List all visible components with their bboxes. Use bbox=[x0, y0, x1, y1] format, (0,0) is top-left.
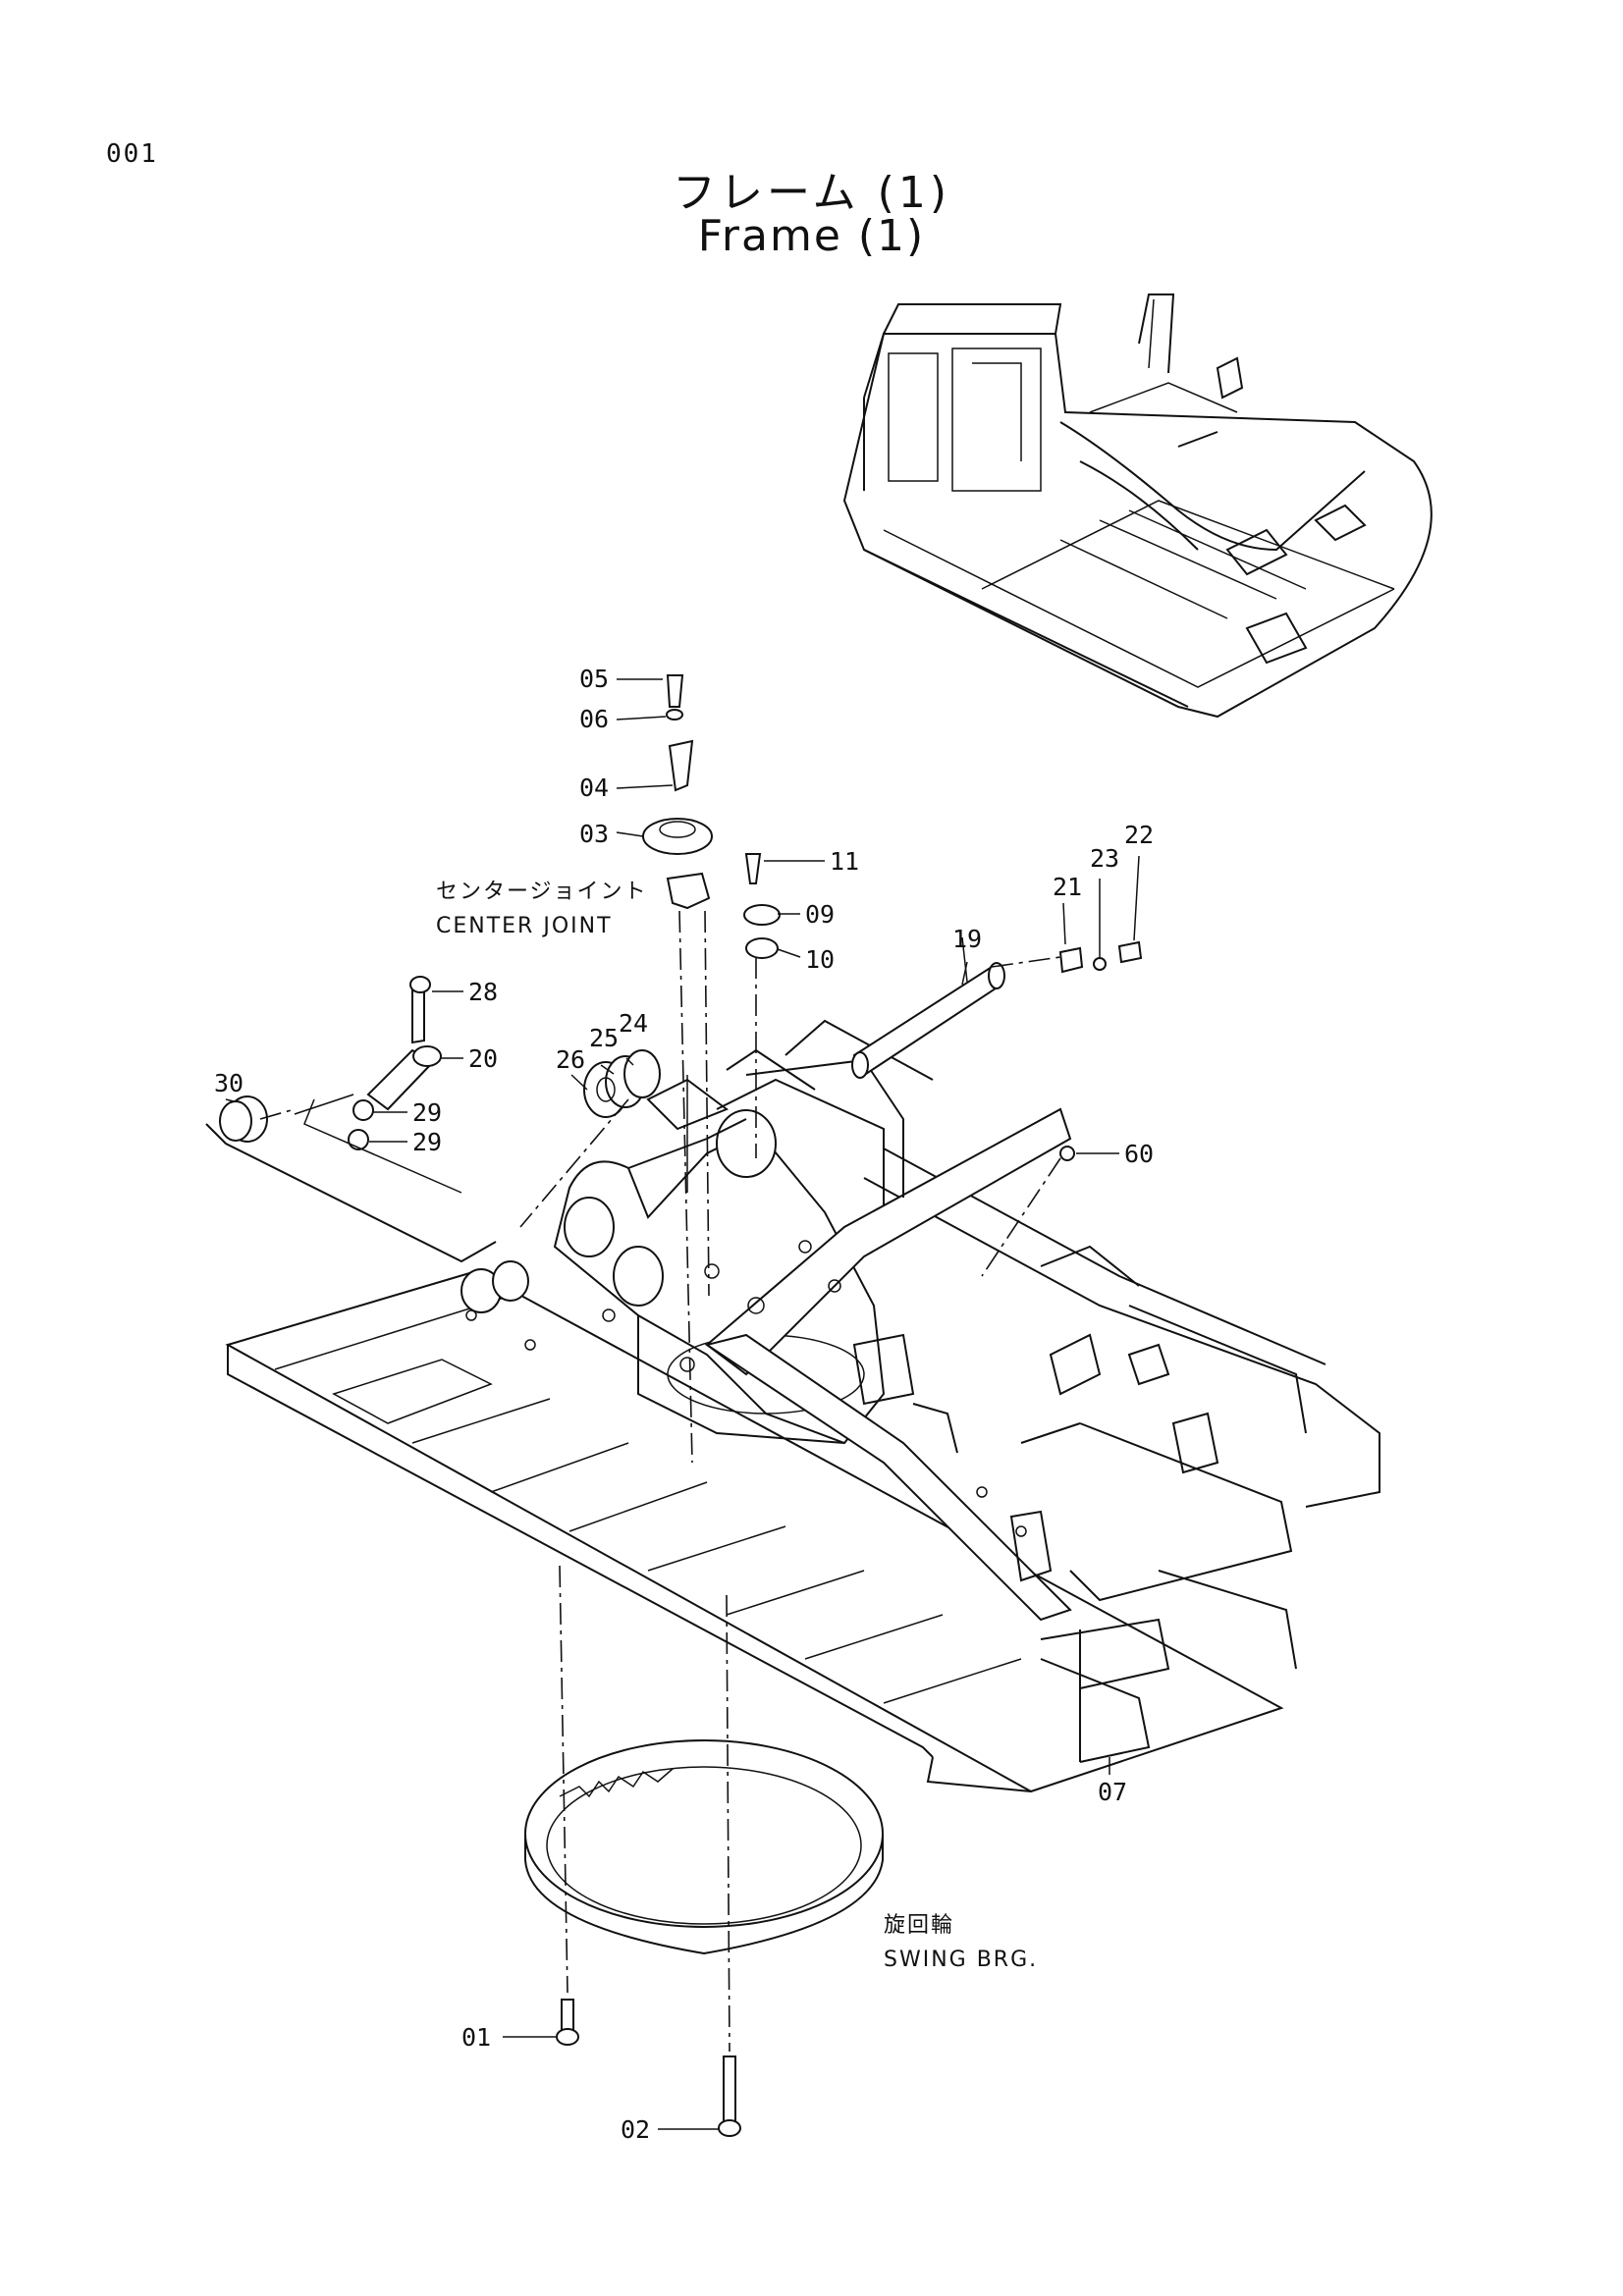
callout-21: 21 bbox=[1053, 873, 1082, 901]
part-callouts: 05 06 04 03 11 09 10 19 21 23 22 28 20 3… bbox=[214, 665, 1154, 2144]
callout-23: 23 bbox=[1090, 844, 1119, 873]
title-japanese: フレーム (1) bbox=[673, 168, 950, 218]
callout-01: 01 bbox=[461, 2023, 491, 2052]
callout-10: 10 bbox=[805, 945, 835, 974]
callout-06: 06 bbox=[579, 705, 609, 733]
title-english: Frame (1) bbox=[697, 211, 926, 261]
callout-05: 05 bbox=[579, 665, 609, 693]
callout-24: 24 bbox=[619, 1009, 648, 1038]
callout-07: 07 bbox=[1098, 1778, 1127, 1806]
swing-bearing-illustration bbox=[524, 1739, 884, 1955]
machine-overview-illustration bbox=[842, 294, 1433, 719]
center-joint-label-en: CENTER JOINT bbox=[436, 914, 613, 938]
center-joint-parts bbox=[219, 674, 1143, 2137]
callout-04: 04 bbox=[579, 774, 609, 802]
callout-26: 26 bbox=[556, 1045, 585, 1074]
callout-30: 30 bbox=[214, 1069, 243, 1097]
swing-brg-label-en: SWING BRG. bbox=[884, 1948, 1038, 1972]
callout-60: 60 bbox=[1124, 1140, 1154, 1168]
callout-09: 09 bbox=[805, 900, 835, 929]
swing-brg-label-jp: 旋回輪 bbox=[884, 1913, 954, 1938]
callout-29b: 29 bbox=[412, 1128, 442, 1156]
callout-19: 19 bbox=[952, 925, 982, 953]
revolving-frame-illustration bbox=[205, 1019, 1380, 1793]
center-joint-label-jp: センタージョイント bbox=[436, 880, 648, 904]
callout-20: 20 bbox=[468, 1044, 498, 1073]
captions: センタージョイント CENTER JOINT 旋回輪 SWING BRG. bbox=[436, 880, 1038, 1972]
callout-11: 11 bbox=[830, 847, 859, 876]
leader-lines bbox=[225, 678, 1140, 2130]
callout-03: 03 bbox=[579, 820, 609, 848]
callout-28: 28 bbox=[468, 978, 498, 1006]
callout-29a: 29 bbox=[412, 1098, 442, 1127]
callout-22: 22 bbox=[1124, 821, 1154, 849]
callout-25: 25 bbox=[589, 1024, 619, 1052]
callout-02: 02 bbox=[621, 2115, 650, 2144]
page-number: 001 bbox=[106, 139, 158, 169]
